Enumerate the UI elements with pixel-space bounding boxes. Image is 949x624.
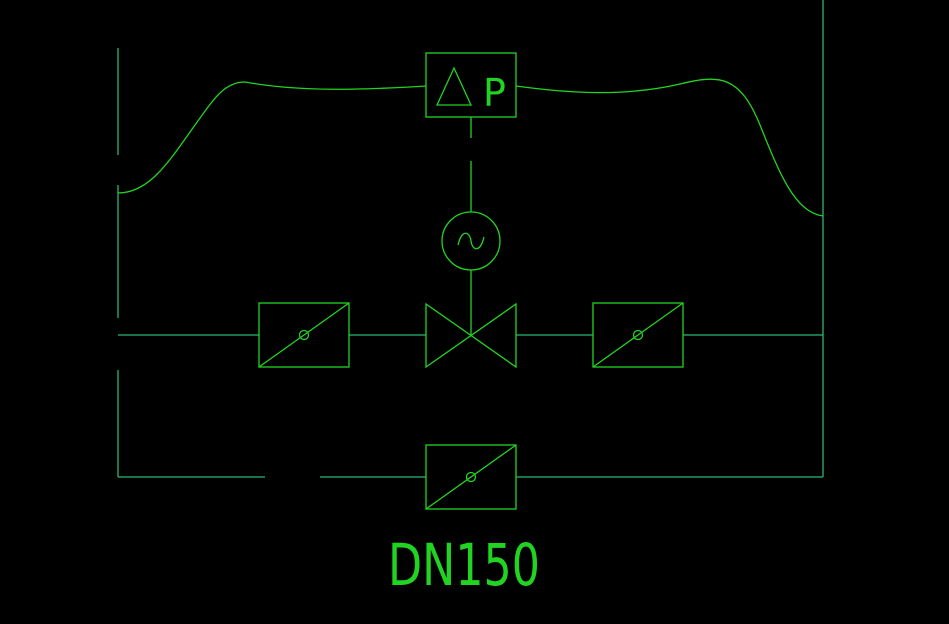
damper-right-blade [592, 302, 684, 368]
damper-bypass-blade [425, 444, 517, 510]
damper-bypass-pivot-icon [465, 471, 477, 483]
valve-bowtie-icon [425, 302, 517, 369]
impulse-line-right [515, 78, 824, 217]
pipe-size-label: DN150 [388, 531, 540, 599]
actuator [441, 211, 501, 335]
delta-triangle-icon [435, 66, 473, 106]
damper-right-box [592, 302, 684, 368]
control-valve [425, 302, 517, 369]
damper-left [258, 302, 350, 368]
dp-letter: P [483, 71, 506, 115]
damper-bypass [425, 444, 517, 510]
differential-pressure-sensor: P [425, 52, 517, 118]
tilde-icon [457, 232, 485, 250]
impulse-lines [117, 78, 824, 217]
impulse-line-left [117, 81, 427, 194]
damper-left-box [258, 302, 350, 368]
damper-bypass-box [425, 444, 517, 510]
damper-left-pivot-icon [298, 329, 310, 341]
damper-right-pivot-icon [632, 329, 644, 341]
pipe-network [117, 0, 824, 478]
damper-right [592, 302, 684, 368]
damper-left-blade [258, 302, 350, 368]
